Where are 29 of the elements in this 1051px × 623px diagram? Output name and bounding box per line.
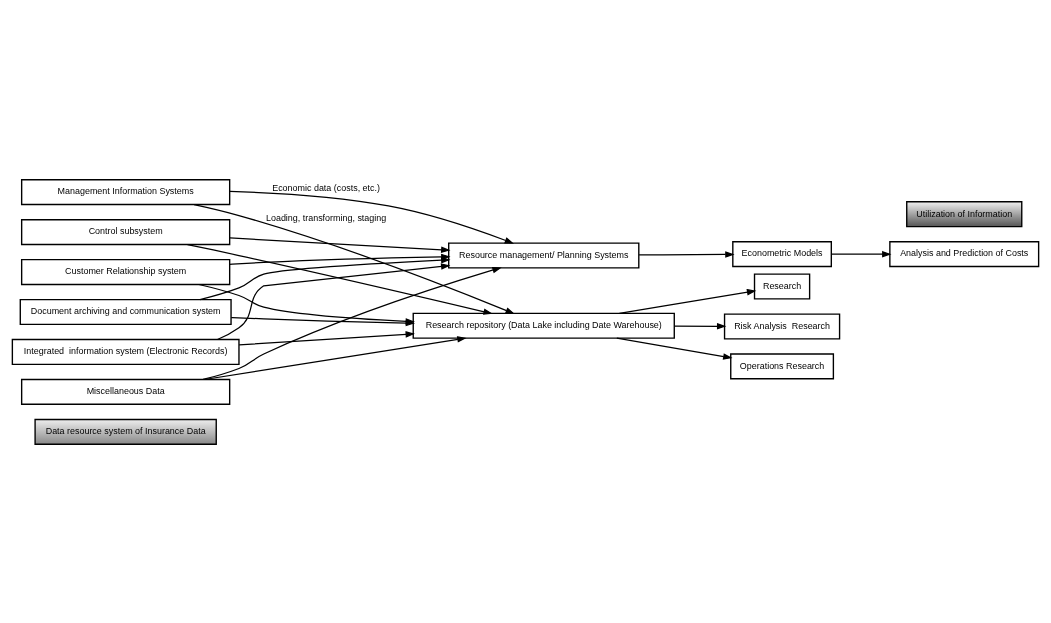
arrow xyxy=(216,262,451,340)
arrow xyxy=(830,250,892,257)
arrow xyxy=(203,335,467,380)
arrow xyxy=(238,330,415,345)
node-box: Customer Relationship system xyxy=(20,258,231,285)
node-box: Document archiving and communication system xyxy=(19,298,232,325)
node-box: Econometric Models xyxy=(732,240,832,267)
node-box: Integrated information system (Electronic Records) xyxy=(11,338,240,365)
node-box: Resource management/ Planning Systems xyxy=(448,241,640,269)
node-box: Utilization of Information xyxy=(906,200,1023,227)
arrow xyxy=(673,322,727,330)
node-box: Management Information Systems xyxy=(20,178,231,205)
node-box: Research xyxy=(753,272,811,300)
node-box: Miscellaneous Data xyxy=(20,378,231,405)
arrow xyxy=(229,236,451,253)
arrow xyxy=(202,266,502,380)
node-box: Control subsystem xyxy=(20,218,231,245)
arrow xyxy=(618,288,757,314)
arrow xyxy=(229,190,515,244)
arrow xyxy=(616,337,733,360)
node-box: Data resource system of Insurance Data xyxy=(34,418,217,445)
node-box: Analysis and Prediction of Costs xyxy=(889,240,1040,267)
node-box: Research repository (Data Lake including Date Warehouse) xyxy=(412,312,675,339)
node-box: Risk Analysis Research xyxy=(723,312,841,340)
arrow xyxy=(638,250,735,258)
edge-label: Loading, transforming, staging xyxy=(265,212,387,223)
node-box: Operations Research xyxy=(730,352,835,379)
arrow xyxy=(199,256,451,300)
edge-label: Economic data (costs, etc.) xyxy=(272,182,380,193)
